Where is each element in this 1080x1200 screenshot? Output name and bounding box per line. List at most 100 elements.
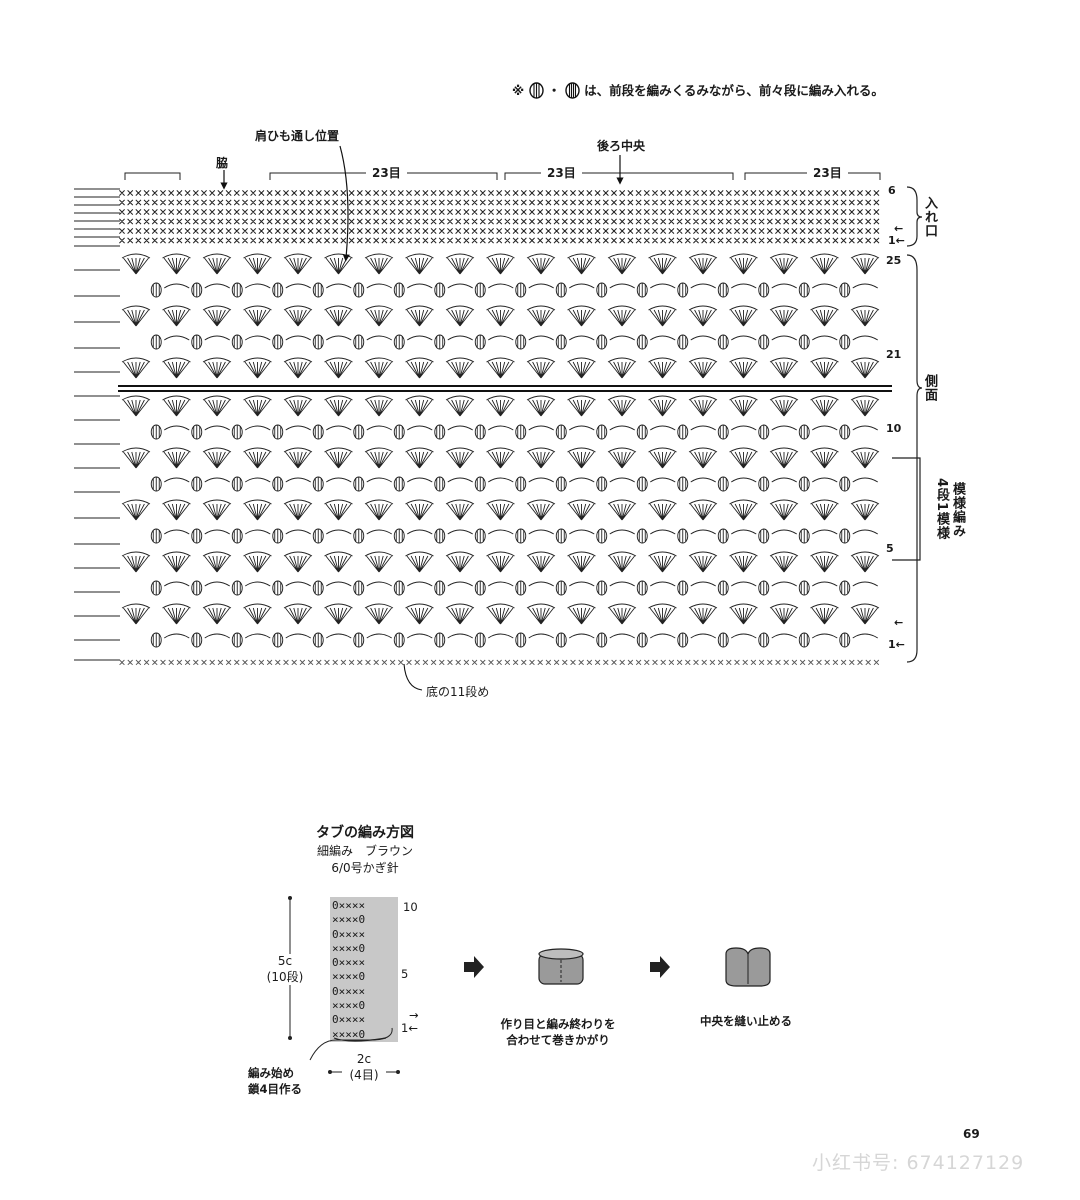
row-arrow-bottom: ←: [894, 616, 904, 629]
fan-motif: [648, 395, 677, 417]
fan-motif: [648, 603, 677, 625]
fan-motif: [555, 282, 595, 298]
row-number-21: 21: [886, 348, 902, 361]
fan-motif: [486, 447, 515, 469]
shoulder-strap-label: 肩ひも通し位置: [255, 129, 340, 143]
fan-motif: [688, 447, 718, 469]
fan-motif: [850, 447, 880, 469]
fan-motif: [272, 282, 311, 298]
fan-motif: [839, 282, 878, 298]
fan-motif: [405, 395, 434, 417]
top-band-stitches: [119, 190, 880, 244]
fan-motif: [243, 551, 272, 573]
fan-motif: [445, 499, 475, 521]
fan-motif: [434, 334, 473, 350]
fan-motif: [486, 395, 515, 417]
step-arrow-2: [650, 956, 670, 978]
fan-motif: [191, 282, 230, 298]
fan-motif: [798, 334, 838, 350]
fan-motif: [405, 447, 434, 469]
tab-start-line1: 編み始め: [248, 1066, 294, 1080]
fan-motif: [688, 603, 718, 625]
tab-grid-row: 0××××: [332, 984, 366, 998]
fan-motif: [150, 424, 190, 440]
fan-motif: [202, 551, 232, 573]
fan-motif: [150, 528, 190, 544]
fan-motif: [445, 357, 475, 379]
fan-motif: [798, 580, 838, 596]
fan-motif: [810, 395, 839, 417]
fan-motif: [567, 395, 596, 417]
fan-motif: [231, 476, 271, 492]
tab-grid-row: 0××××: [332, 899, 366, 912]
fan-motif: [150, 282, 190, 298]
fan-motif: [555, 334, 595, 350]
fan-motif: [839, 632, 878, 648]
fan-motif: [474, 282, 514, 298]
fan-motif: [474, 476, 514, 492]
fan-motif: [353, 424, 392, 440]
fan-motif: [596, 282, 635, 298]
fan-motif: [191, 528, 230, 544]
fan-motif: [162, 603, 191, 625]
fan-motif: [474, 528, 514, 544]
fan-motif: [567, 551, 596, 573]
fan-motif: [810, 357, 839, 379]
fan-motif: [324, 551, 353, 573]
bobble-stitch-icon: [528, 82, 544, 99]
fan-motif: [405, 603, 434, 625]
fan-motif: [121, 253, 151, 275]
fan-motif: [729, 305, 758, 327]
fan-motif: [272, 528, 311, 544]
fan-motif: [393, 334, 433, 350]
row-number-1-top: 1←: [888, 234, 905, 247]
step1-line2: 合わせて巻きかがり: [506, 1033, 610, 1047]
fan-motif: [526, 603, 556, 625]
fan-motif: [434, 476, 473, 492]
fan-motif: [243, 395, 272, 417]
fan-motif: [515, 424, 554, 440]
fan-motif: [474, 424, 514, 440]
fan-motif: [648, 499, 677, 521]
fan-motif: [758, 424, 797, 440]
fan-motif: [648, 305, 677, 327]
note-prefix: ※: [512, 83, 525, 98]
fan-motif: [474, 334, 514, 350]
fan-motif: [272, 334, 311, 350]
fan-motif: [839, 528, 878, 544]
fan-motif: [312, 424, 352, 440]
fan-motif: [162, 551, 191, 573]
tab-width-stitches: (4目): [349, 1068, 379, 1082]
fan-motif: [243, 357, 272, 379]
fan-motif: [312, 632, 352, 648]
base-sc-row: [119, 659, 880, 666]
fan-motif: [677, 334, 716, 350]
fan-motif: [515, 632, 554, 648]
fan-motif: [393, 424, 433, 440]
tab-grid-row: 0××××: [332, 956, 366, 970]
tab-steps: [464, 947, 771, 987]
fan-motif: [729, 253, 758, 275]
fan-motif: [850, 305, 880, 327]
watermark: 小红书号: 674127129: [812, 1152, 1025, 1174]
fan-motif: [393, 632, 433, 648]
fan-motif: [515, 334, 554, 350]
fan-motif: [364, 603, 394, 625]
fan-motif: [231, 580, 271, 596]
fan-motif: [283, 253, 313, 275]
tab-start-line2: 鎖4目作る: [248, 1082, 303, 1096]
fan-motif: [445, 395, 475, 417]
fan-motif: [810, 603, 839, 625]
fan-motif: [850, 499, 880, 521]
fan-motif: [758, 476, 797, 492]
fan-motif: [324, 253, 353, 275]
fan-motif: [283, 357, 313, 379]
fan-pattern-stitches: [121, 253, 880, 648]
fan-motif: [231, 424, 271, 440]
fan-motif: [677, 580, 716, 596]
tab-grid-row: ××××0: [332, 970, 366, 984]
fan-motif: [364, 357, 394, 379]
fan-motif: [474, 580, 514, 596]
tab-hook: 6/0号かぎ針: [331, 861, 399, 875]
fan-motif: [850, 357, 880, 379]
